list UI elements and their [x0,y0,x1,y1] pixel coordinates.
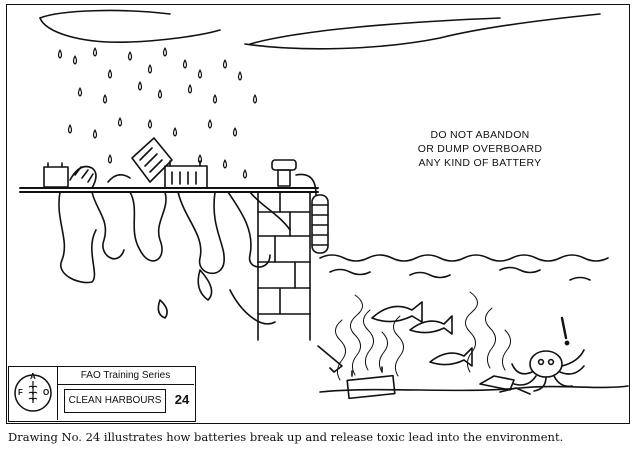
fish-icon [317,301,473,373]
series-box: F A O FAO Training Series CLEAN HARBOURS… [8,366,196,422]
svg-text:F: F [18,388,23,397]
fao-logo-icon: F A O [9,367,58,420]
warning-line-1: DO NOT ABANDON [430,129,530,141]
fender-icon [295,173,329,254]
battery-icon [43,137,208,189]
battery-icon [346,366,396,400]
toxic-plumes [335,291,511,381]
rain-cloud-icon [39,9,601,50]
warning-line-2: OR DUMP OVERBOARD [417,143,543,155]
series-name: CLEAN HARBOURS [64,389,166,413]
bollard-icon [271,159,297,187]
caption: Drawing No. 24 illustrates how batteries… [8,430,564,444]
quay-wall [257,191,311,341]
exclamation-icon [560,316,570,346]
warning-text: DO NOT ABANDON OR DUMP OVERBOARD ANY KIN… [395,128,565,170]
octopus-icon [511,349,585,392]
water-surface [319,254,609,281]
svg-text:O: O [43,388,49,397]
toxic-drips [58,191,291,325]
series-number: 24 [174,392,190,407]
warning-line-3: ANY KIND OF BATTERY [418,157,542,169]
svg-text:A: A [30,372,36,381]
drawing-frame [6,4,630,424]
rain-drops [57,47,258,179]
series-title: FAO Training Series [57,367,194,385]
debris [479,375,531,395]
